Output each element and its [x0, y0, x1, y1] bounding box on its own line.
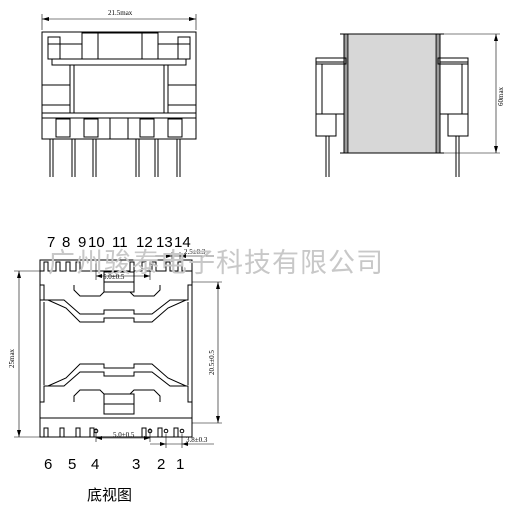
pin-label-4: 4 — [91, 456, 99, 473]
pin-label-2: 2 — [157, 456, 165, 473]
dim-bottom-center: 5.0±0.5 — [113, 431, 135, 439]
front-width-dim: 21.5max — [108, 9, 133, 17]
pin-label-9: 9 — [78, 234, 86, 251]
front-view: 21.5max — [41, 9, 197, 177]
pin-label-1: 1 — [176, 456, 184, 473]
pin-label-13: 13 — [156, 234, 173, 251]
dim-left: 25max — [8, 348, 16, 368]
pin-label-14: 14 — [174, 234, 191, 251]
pin-label-11: 11 — [112, 234, 128, 251]
bottom-view-caption: 底视图 — [87, 486, 132, 504]
pin-label-3: 3 — [132, 456, 140, 473]
pin-label-7: 7 — [47, 234, 55, 251]
dim-top-center: 5.0±0.5 — [103, 273, 125, 281]
side-view: 60max — [315, 33, 505, 177]
bottom-view: 7 8 9 10 11 12 13 14 25max 20.5±0.5 2.5±… — [8, 234, 222, 504]
pin-label-10: 10 — [88, 234, 105, 251]
pin-label-8: 8 — [62, 234, 70, 251]
pin-label-5: 5 — [68, 456, 76, 473]
dim-bottom-right: 3.8±0.3 — [186, 436, 208, 444]
watermark: 广州骏泰电子科技有限公司 — [48, 248, 384, 279]
dim-top-spacing: 2.5±0.3 — [184, 248, 206, 256]
dim-right: 20.5±0.5 — [208, 350, 216, 375]
pin-label-6: 6 — [44, 456, 52, 473]
pin-label-12: 12 — [136, 234, 153, 251]
side-height-dim: 60max — [497, 86, 505, 106]
